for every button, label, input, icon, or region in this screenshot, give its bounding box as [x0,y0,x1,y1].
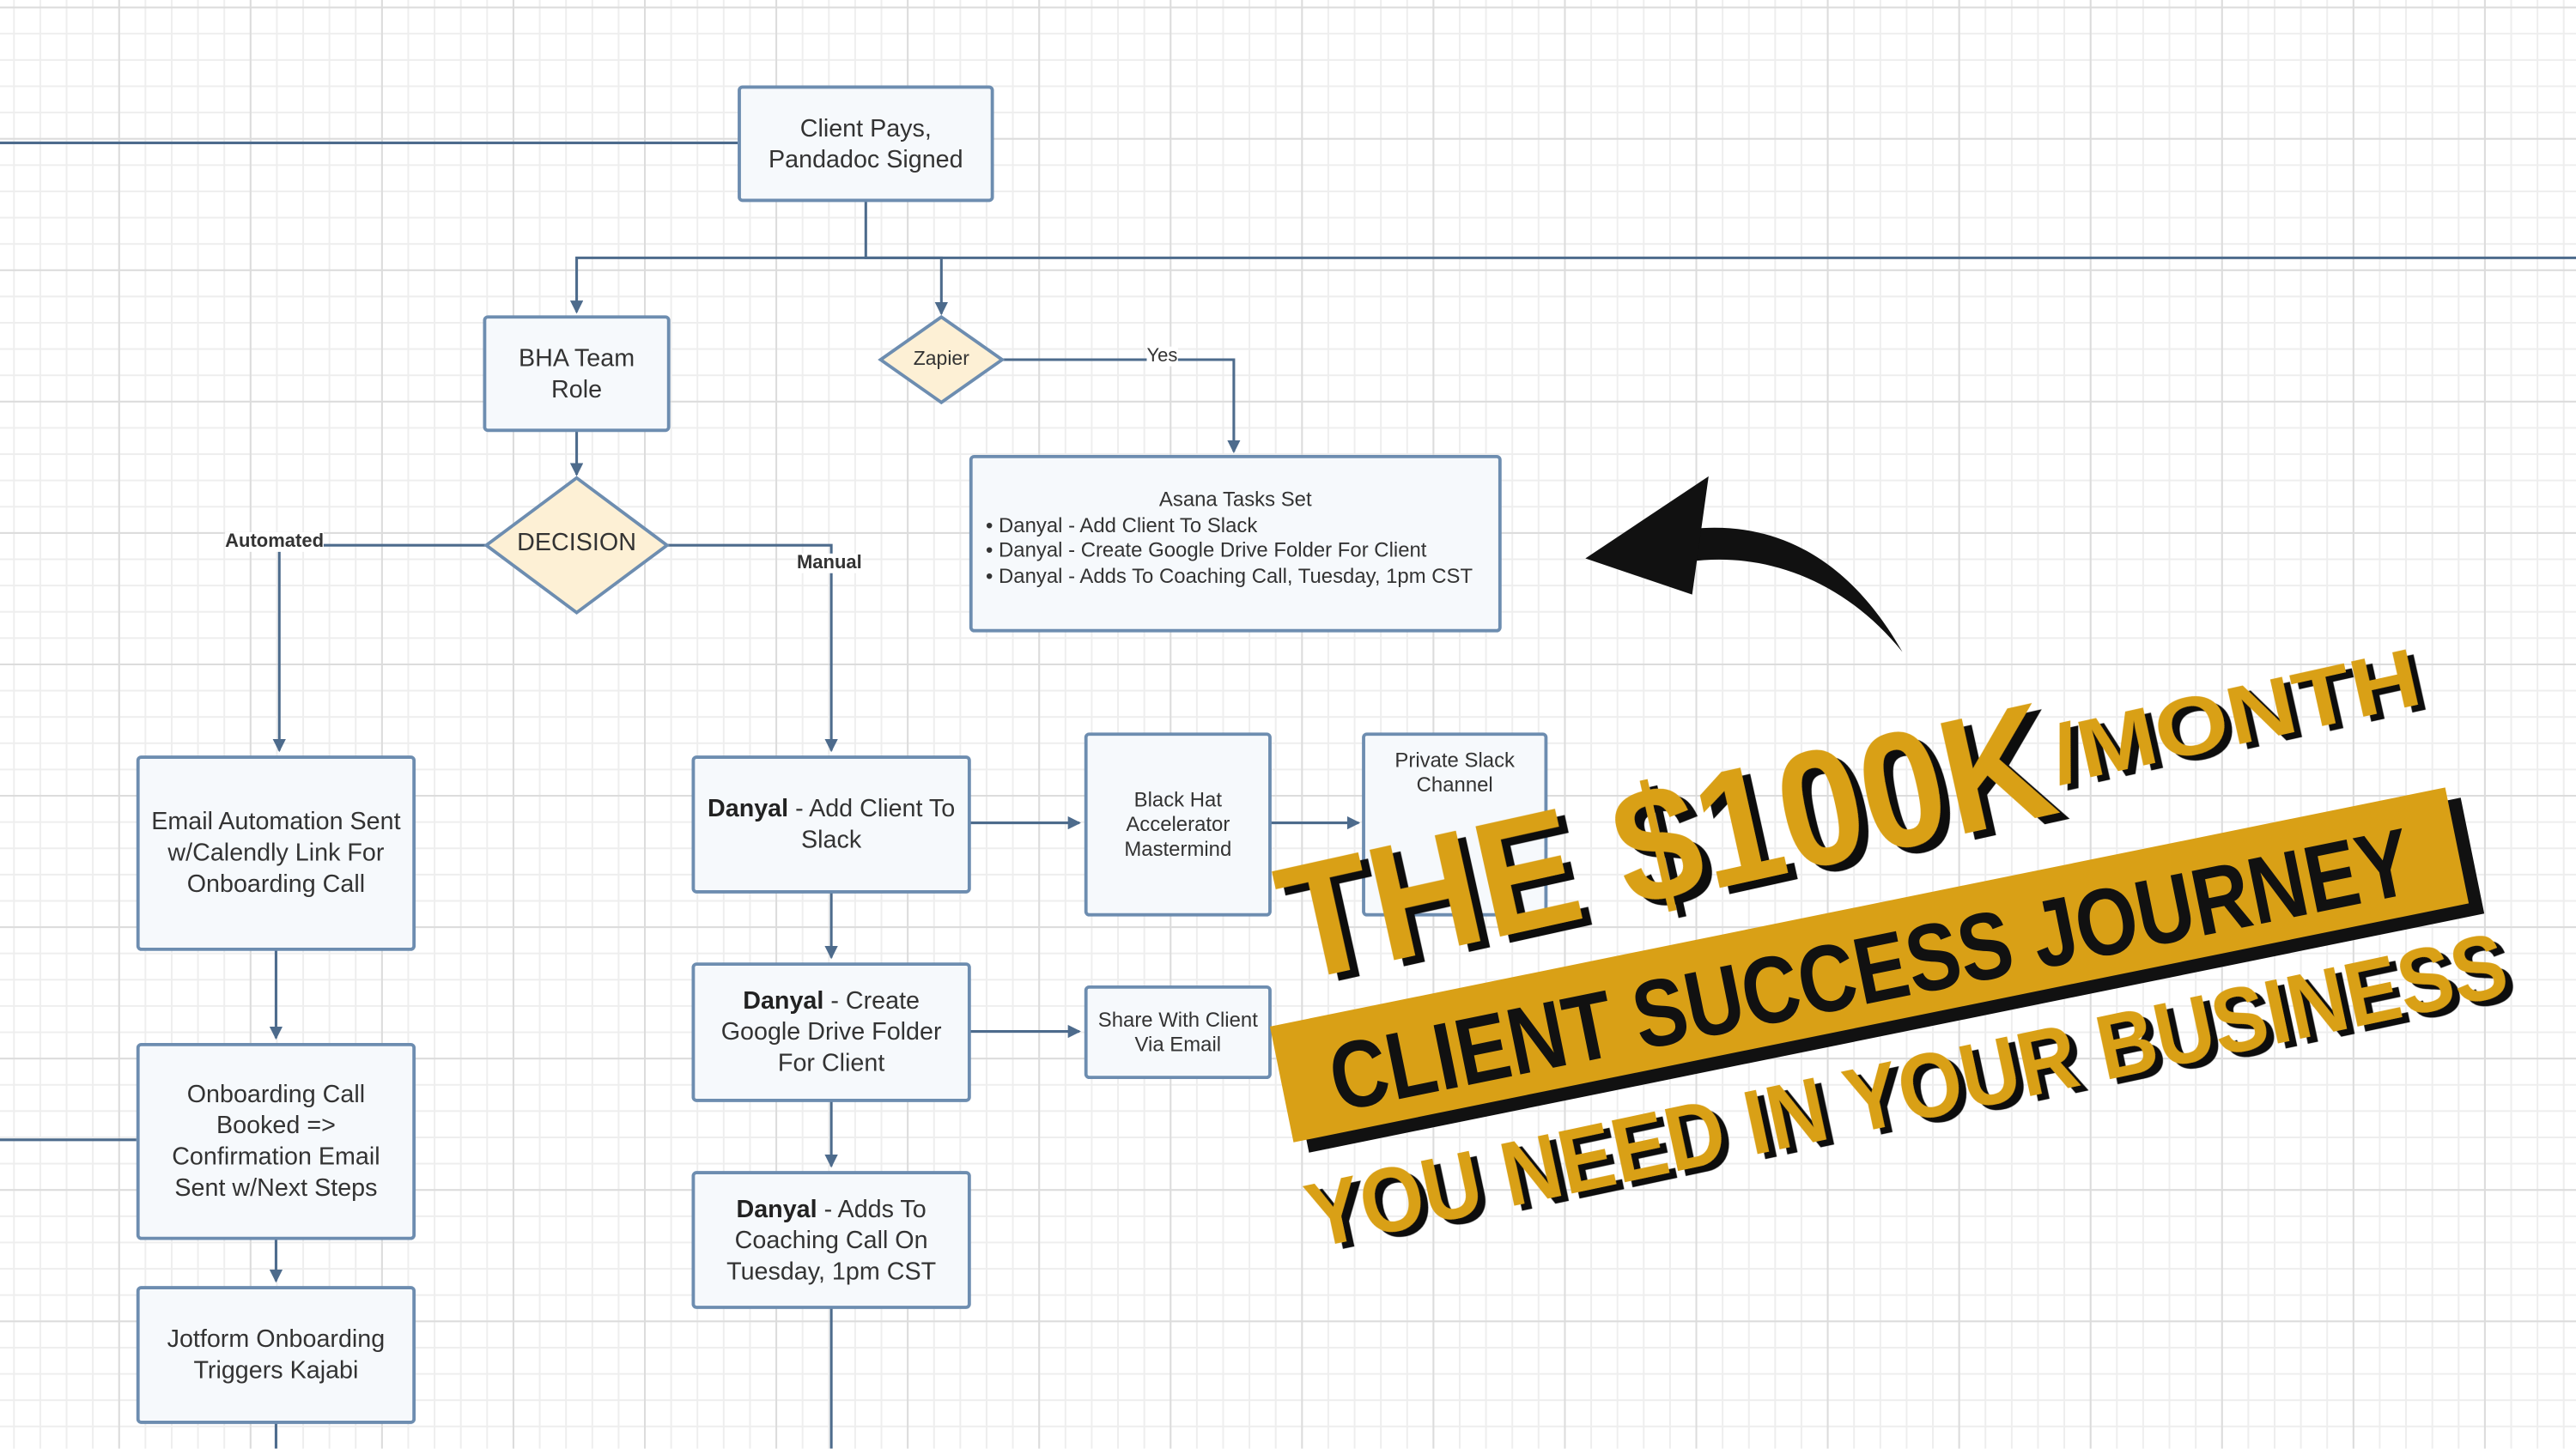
node-client-pays[interactable]: Client Pays, Pandadoc Signed [738,85,994,203]
decision-diamond[interactable] [483,476,671,615]
node-label: Danyal - Adds To Coaching Call On Tuesda… [702,1193,961,1287]
node-share-client[interactable]: Share With Client Via Email [1084,985,1272,1080]
zapier-diamond[interactable] [878,314,1005,405]
headline-small: /MONTH [2043,631,2428,802]
assignee: Danyal [736,1194,817,1223]
node-label: Danyal - Add Client To Slack [702,793,961,856]
node-label: Email Automation Sent w/Calendly Link Fo… [151,808,401,899]
node-danyal-create-folder[interactable]: Danyal - Create Google Drive Folder For … [691,962,971,1102]
node-label: BHA Team Role [519,343,635,403]
node-danyal-coaching-call[interactable]: Danyal - Adds To Coaching Call On Tuesda… [691,1171,971,1309]
task-text: - Create Google Drive Folder For Client [720,986,942,1078]
node-danyal-add-slack[interactable]: Danyal - Add Client To Slack [691,755,971,894]
node-black-hat[interactable]: Black Hat Accelerator Mastermind [1084,732,1272,917]
node-asana-tasks[interactable]: Asana Tasks Set • Danyal - Add Client To… [969,454,1502,633]
node-bha-team-role[interactable]: BHA Team Role [483,315,671,433]
node-onboarding-booked[interactable]: Onboarding Call Booked => Confirmation E… [136,1042,416,1240]
assignee: Danyal [743,986,824,1016]
asana-title: Asana Tasks Set [1158,488,1312,512]
edge-label-yes: Yes [1146,346,1178,367]
asana-item: • Danyal - Create Google Drive Folder Fo… [985,538,1427,562]
node-private-slack[interactable]: Private Slack Channel [1362,732,1548,917]
task-text: - Add Client To Slack [788,795,956,854]
task-text: - Adds To Coaching Call On Tuesday, 1pm … [726,1194,937,1286]
node-label: Client Pays, Pandadoc Signed [769,113,963,173]
node-label: Black Hat Accelerator Mastermind [1124,787,1232,860]
node-label: Onboarding Call Booked => Confirmation E… [172,1080,380,1203]
decision-label: DECISION [517,529,636,557]
edge-zapier-yes [1002,358,1241,454]
asana-item: • Danyal - Add Client To Slack [985,512,1258,537]
node-label: Private Slack Channel [1394,749,1516,797]
node-email-automation[interactable]: Email Automation Sent w/Calendly Link Fo… [136,755,416,951]
edge-label-automated: Automated [225,531,325,552]
edge-label-manual: Manual [796,553,862,573]
assignee: Danyal [708,795,789,823]
node-label: Share With Client Via Email [1097,1007,1258,1056]
asana-item: • Danyal - Adds To Coaching Call, Tuesda… [985,564,1473,588]
curved-arrow-icon [1585,476,1903,652]
edge-to-bha [569,256,866,314]
node-label: Danyal - Create Google Drive Folder For … [702,985,961,1079]
edge-manual [666,543,838,753]
banner [1269,787,2470,1143]
zapier-label: Zapier [913,346,969,370]
node-label: Jotform Onboarding Triggers Kajabi [167,1325,386,1385]
node-jotform[interactable]: Jotform Onboarding Triggers Kajabi [136,1286,416,1424]
edge-to-zapier [866,256,948,316]
